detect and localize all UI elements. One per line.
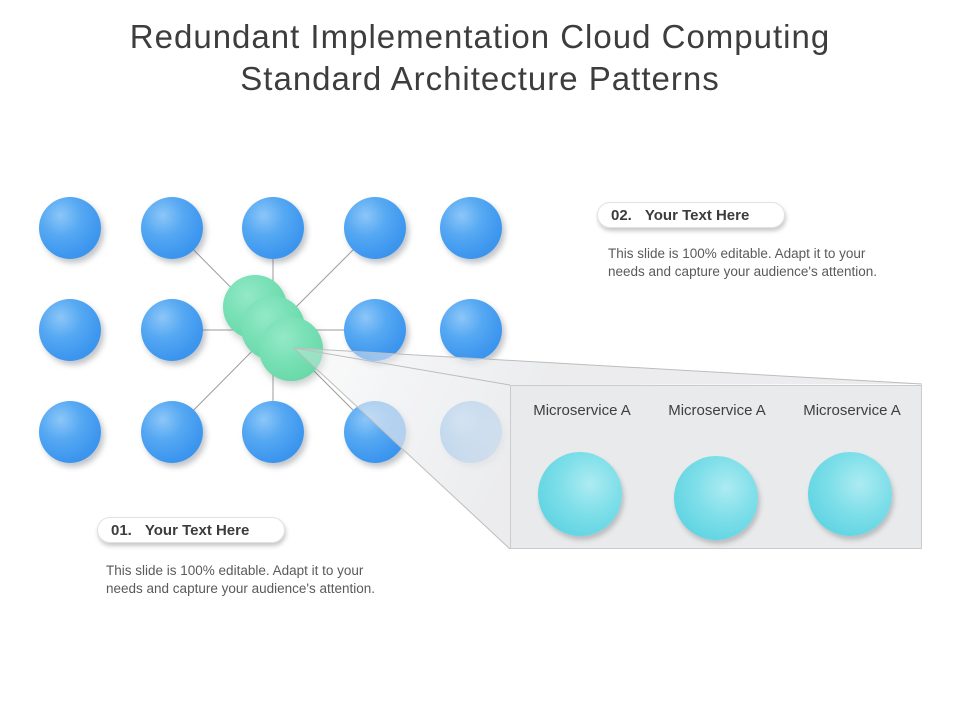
title-line-1: Redundant Implementation Cloud Computing [129,18,831,55]
section-02-label-pill: 02. Your Text Here [597,202,785,228]
server-node-icon [440,401,502,463]
server-node-icon [141,197,203,259]
microservice-label: Microservice A [533,402,631,419]
server-node-icon [344,197,406,259]
section-01-body: This slide is 100% editable. Adapt it to… [106,563,376,596]
server-node-icon [344,401,406,463]
server-node-icon [242,197,304,259]
microservice-icon [538,452,622,536]
section-01-number: 01. [111,521,132,539]
server-node-icon [39,197,101,259]
page-title: Redundant Implementation Cloud Computing… [0,16,960,100]
section-02-number: 02. [611,206,632,224]
server-node-icon [440,197,502,259]
server-node-icon [39,299,101,361]
redundant-cluster-icon [223,275,323,381]
microservice-icon [674,456,758,540]
title-line-2: Standard Architecture Patterns [240,60,720,98]
server-node-icon [242,401,304,463]
server-node-icon [141,299,203,361]
server-node-icon [141,401,203,463]
section-02-heading: Your Text Here [644,206,750,224]
microservice-label: Microservice A [668,402,766,419]
section-02-body: This slide is 100% editable. Adapt it to… [608,246,878,279]
microservice-callout-panel: Microservice A Microservice A Microservi… [510,385,922,549]
server-node-icon [39,401,101,463]
microservice-icon [808,452,892,536]
cluster-sphere-icon [259,317,323,381]
section-01-heading: Your Text Here [144,521,250,539]
section-01-label-pill: 01. Your Text Here [97,517,285,543]
microservice-label: Microservice A [803,402,901,419]
server-node-icon [344,299,406,361]
server-node-icon [440,299,502,361]
